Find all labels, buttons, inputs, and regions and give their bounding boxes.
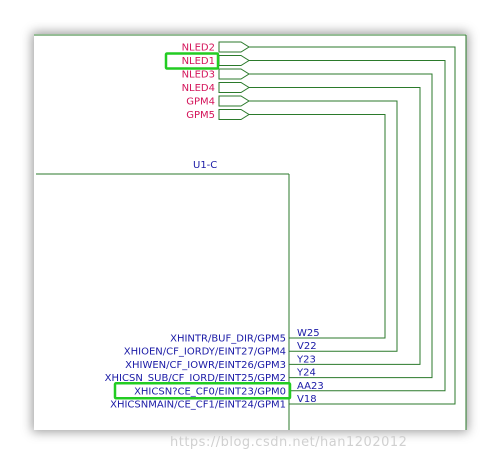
net-label: GPM4 [186,97,215,108]
route-wire [249,73,433,379]
highlight-box [164,52,220,70]
route-wire [249,114,386,339]
net-label: NLED2 [182,43,215,54]
net-port-shape [218,41,250,53]
pin-name: XHIWEN/CF_IOWR/EINT26/GPM3 [125,360,286,371]
highlight-box [113,382,292,400]
pin-y24: XHICSN_SUB/CF_IORD/EINT25/GPM2 Y24 [105,368,330,384]
pin-ball: V18 [297,394,317,405]
pin-v18: XHICSNMAIN/CE_CF1/EINT24/GPM1 V18 [110,394,330,411]
route-wire [249,87,421,365]
route-wire [249,46,456,405]
part-ref-label: U1-C [193,160,217,171]
net-label: NLED1 [182,56,215,67]
net-port-nled1: NLED1 [164,52,250,70]
net-port-nled2: NLED2 [182,41,250,54]
route-wire [249,60,446,392]
pin-y23: XHIWEN/CF_IOWR/EINT26/GPM3 Y23 [125,354,330,371]
net-port-shape [218,55,250,66]
pin-ball: V22 [297,341,317,352]
pin-name: XHICSN?CE_CF0/EINT23/GPM0 [134,386,286,397]
net-port-shape [218,109,250,120]
pin-ball: Y24 [296,368,316,379]
pin-name: XHICSN_SUB/CF_IORD/EINT25/GPM2 [105,373,286,384]
pin-ball: W25 [297,328,320,339]
net-label: NLED3 [182,70,215,81]
net-port-shape [218,68,250,80]
net-port-nled3: NLED3 [182,68,250,81]
pin-w25: XHINTR/BUF_DIR/GPM5 W25 [170,328,330,345]
net-label: NLED4 [182,83,215,94]
pin-name: XHICSNMAIN/CE_CF1/EINT24/GPM1 [110,400,286,411]
net-port-shape [218,82,250,93]
net-port-gpm5: GPM5 [186,109,250,121]
pin-aa23: XHICSN?CE_CF0/EINT23/GPM0 AA23 [113,381,330,400]
pin-ball: Y23 [296,354,316,365]
pin-name: XHIOEN/CF_IORDY/EINT27/GPM4 [124,347,286,358]
net-port-gpm4: GPM4 [186,95,250,108]
watermark-text: https://blog.csdn.net/han1202012 [170,435,407,450]
net-label: GPM5 [186,110,215,121]
pin-v22: XHIOEN/CF_IORDY/EINT27/GPM4 V22 [124,341,330,358]
net-port-shape [218,95,250,107]
route-wire [249,100,398,352]
pin-ball: AA23 [297,381,324,392]
net-port-nled4: NLED4 [182,82,250,94]
pin-name: XHINTR/BUF_DIR/GPM5 [170,334,286,345]
